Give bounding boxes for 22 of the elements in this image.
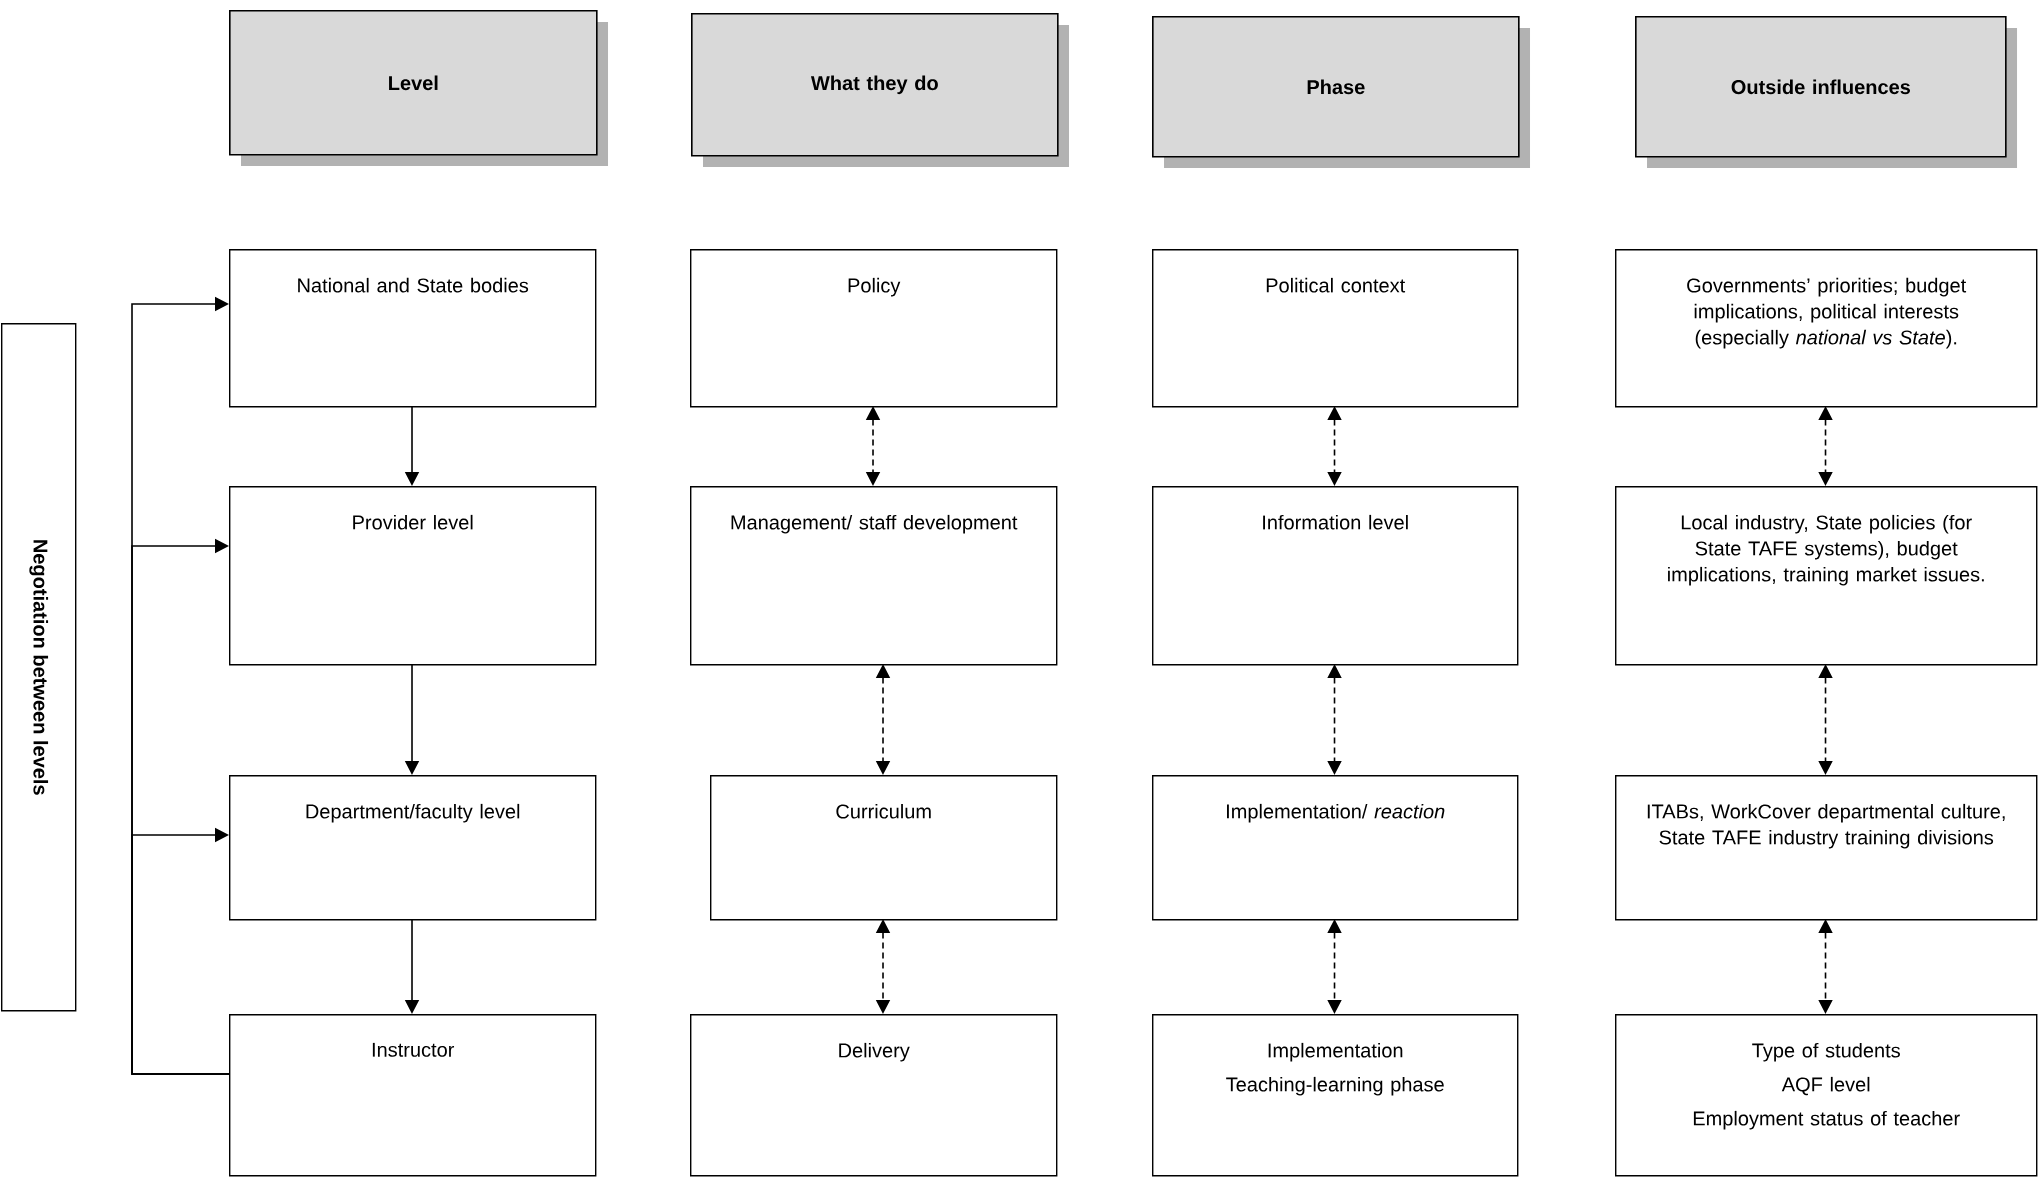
header-box: What they do xyxy=(691,13,1069,167)
header-box: Phase xyxy=(1152,16,1530,168)
side-box: Negotiation between levels xyxy=(1,323,77,1012)
text-box: Political context xyxy=(1152,249,1519,408)
arrow xyxy=(131,827,230,1075)
text-box: Department/faculty level xyxy=(229,775,597,921)
text-box: Information level xyxy=(1152,486,1519,666)
text-box: Policy xyxy=(690,249,1058,408)
text-box: Implementation/ reaction xyxy=(1152,775,1519,921)
header-box: Level xyxy=(229,10,608,166)
text-box: Curriculum xyxy=(710,775,1058,921)
text-box: Local industry, State policies (for State TAFE systems), budget implications, training market issues. xyxy=(1615,486,2038,666)
text-box: Instructor xyxy=(229,1014,597,1177)
text-box: Delivery xyxy=(690,1014,1058,1177)
text-box: Type of students AQF level Employment status of teacher xyxy=(1615,1014,2038,1177)
header-box: Outside influences xyxy=(1635,16,2017,168)
text-box: ITABs, WorkCover departmental culture, State TAFE industry training divisions xyxy=(1615,775,2038,921)
text-box: Governments’ priorities; budget implications, political interests (especially national vs State). xyxy=(1615,249,2038,408)
text-box: Implementation Teaching-learning phase xyxy=(1152,1014,1519,1177)
text-box: Provider level xyxy=(229,486,597,666)
text-box: Management/ staff development xyxy=(690,486,1058,666)
text-box: National and State bodies xyxy=(229,249,597,408)
